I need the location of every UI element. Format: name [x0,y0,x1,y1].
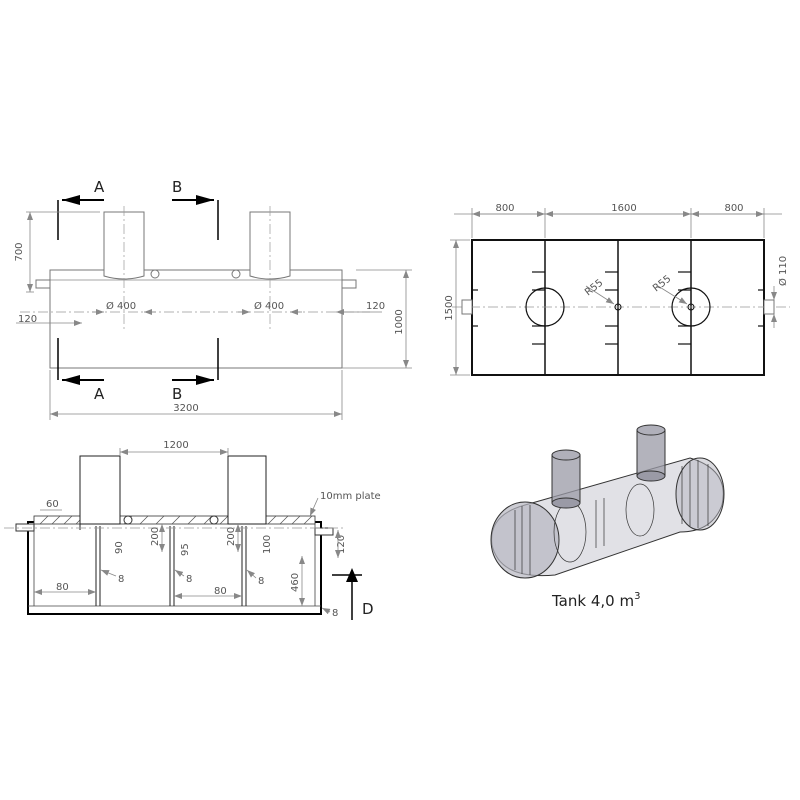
dim-1200: 1200 [163,440,188,451]
dim-80-b: 80 [214,586,227,597]
dim-8-c: 8 [258,576,264,587]
dia-400-right: Ø 400 [254,300,284,312]
dim-8-d: 8 [332,608,338,619]
dim-100: 100 [262,535,273,554]
section-manhole-left [79,455,121,525]
manhole-iso-left [551,454,581,504]
dim-800-right: 800 [724,203,743,214]
outlet-nozzle [341,279,357,289]
tank-caption-text: Tank 4,0 m [551,592,634,610]
dia-400-left: Ø 400 [106,300,136,312]
inlet-top [461,299,473,315]
section-b-top: B [172,178,182,196]
inlet-nozzle [35,279,51,289]
dim-200-a: 200 [150,527,161,546]
side-view: A B A B 700 1000 3200 120 120 Ø 400 Ø 40… [14,178,412,420]
dim-120-left: 120 [18,314,37,325]
dim-1000: 1000 [394,309,405,334]
manhole-top-left [525,287,565,327]
dim-1600: 1600 [611,203,636,214]
radius-right: R55 [651,274,673,295]
dim-90: 90 [114,541,125,554]
manhole-iso-right [636,429,666,477]
dim-3200: 3200 [173,403,198,414]
manhole-top-right [671,287,711,327]
tank-end-front [490,501,560,579]
section-a-bottom: A [94,385,105,403]
section-view: 1200 60 10mm plate 90 200 95 200 100 120… [4,440,381,620]
dim-120: 120 [336,535,347,554]
tank-caption-sup: 3 [634,591,640,602]
dim-8-a: 8 [118,574,124,585]
dia-110: Ø 110 [777,256,789,286]
dim-80-a: 80 [56,582,69,593]
dim-200-b: 200 [226,527,237,546]
radius-left: R55 [583,278,605,299]
iso-view: Tank 4,0 m3 [490,424,725,610]
dim-95: 95 [180,543,191,556]
dim-1500: 1500 [444,295,455,320]
dim-8-b: 8 [186,574,192,585]
dim-60: 60 [46,499,59,510]
outlet-top [763,299,775,315]
tank-body [49,269,343,369]
section-b-bottom: B [172,385,182,403]
section-a-top: A [94,178,105,196]
dim-800-left: 800 [495,203,514,214]
section-d-label: D [362,600,374,618]
dim-460: 460 [290,573,301,592]
top-view: 800 1600 800 1500 R55 R55 Ø 110 [444,203,790,376]
section-manhole-right [227,455,267,525]
dim-120-right: 120 [366,301,385,312]
plate-label: 10mm plate [320,491,381,502]
tank-caption: Tank 4,0 m3 [551,591,640,610]
dim-700: 700 [14,242,25,261]
